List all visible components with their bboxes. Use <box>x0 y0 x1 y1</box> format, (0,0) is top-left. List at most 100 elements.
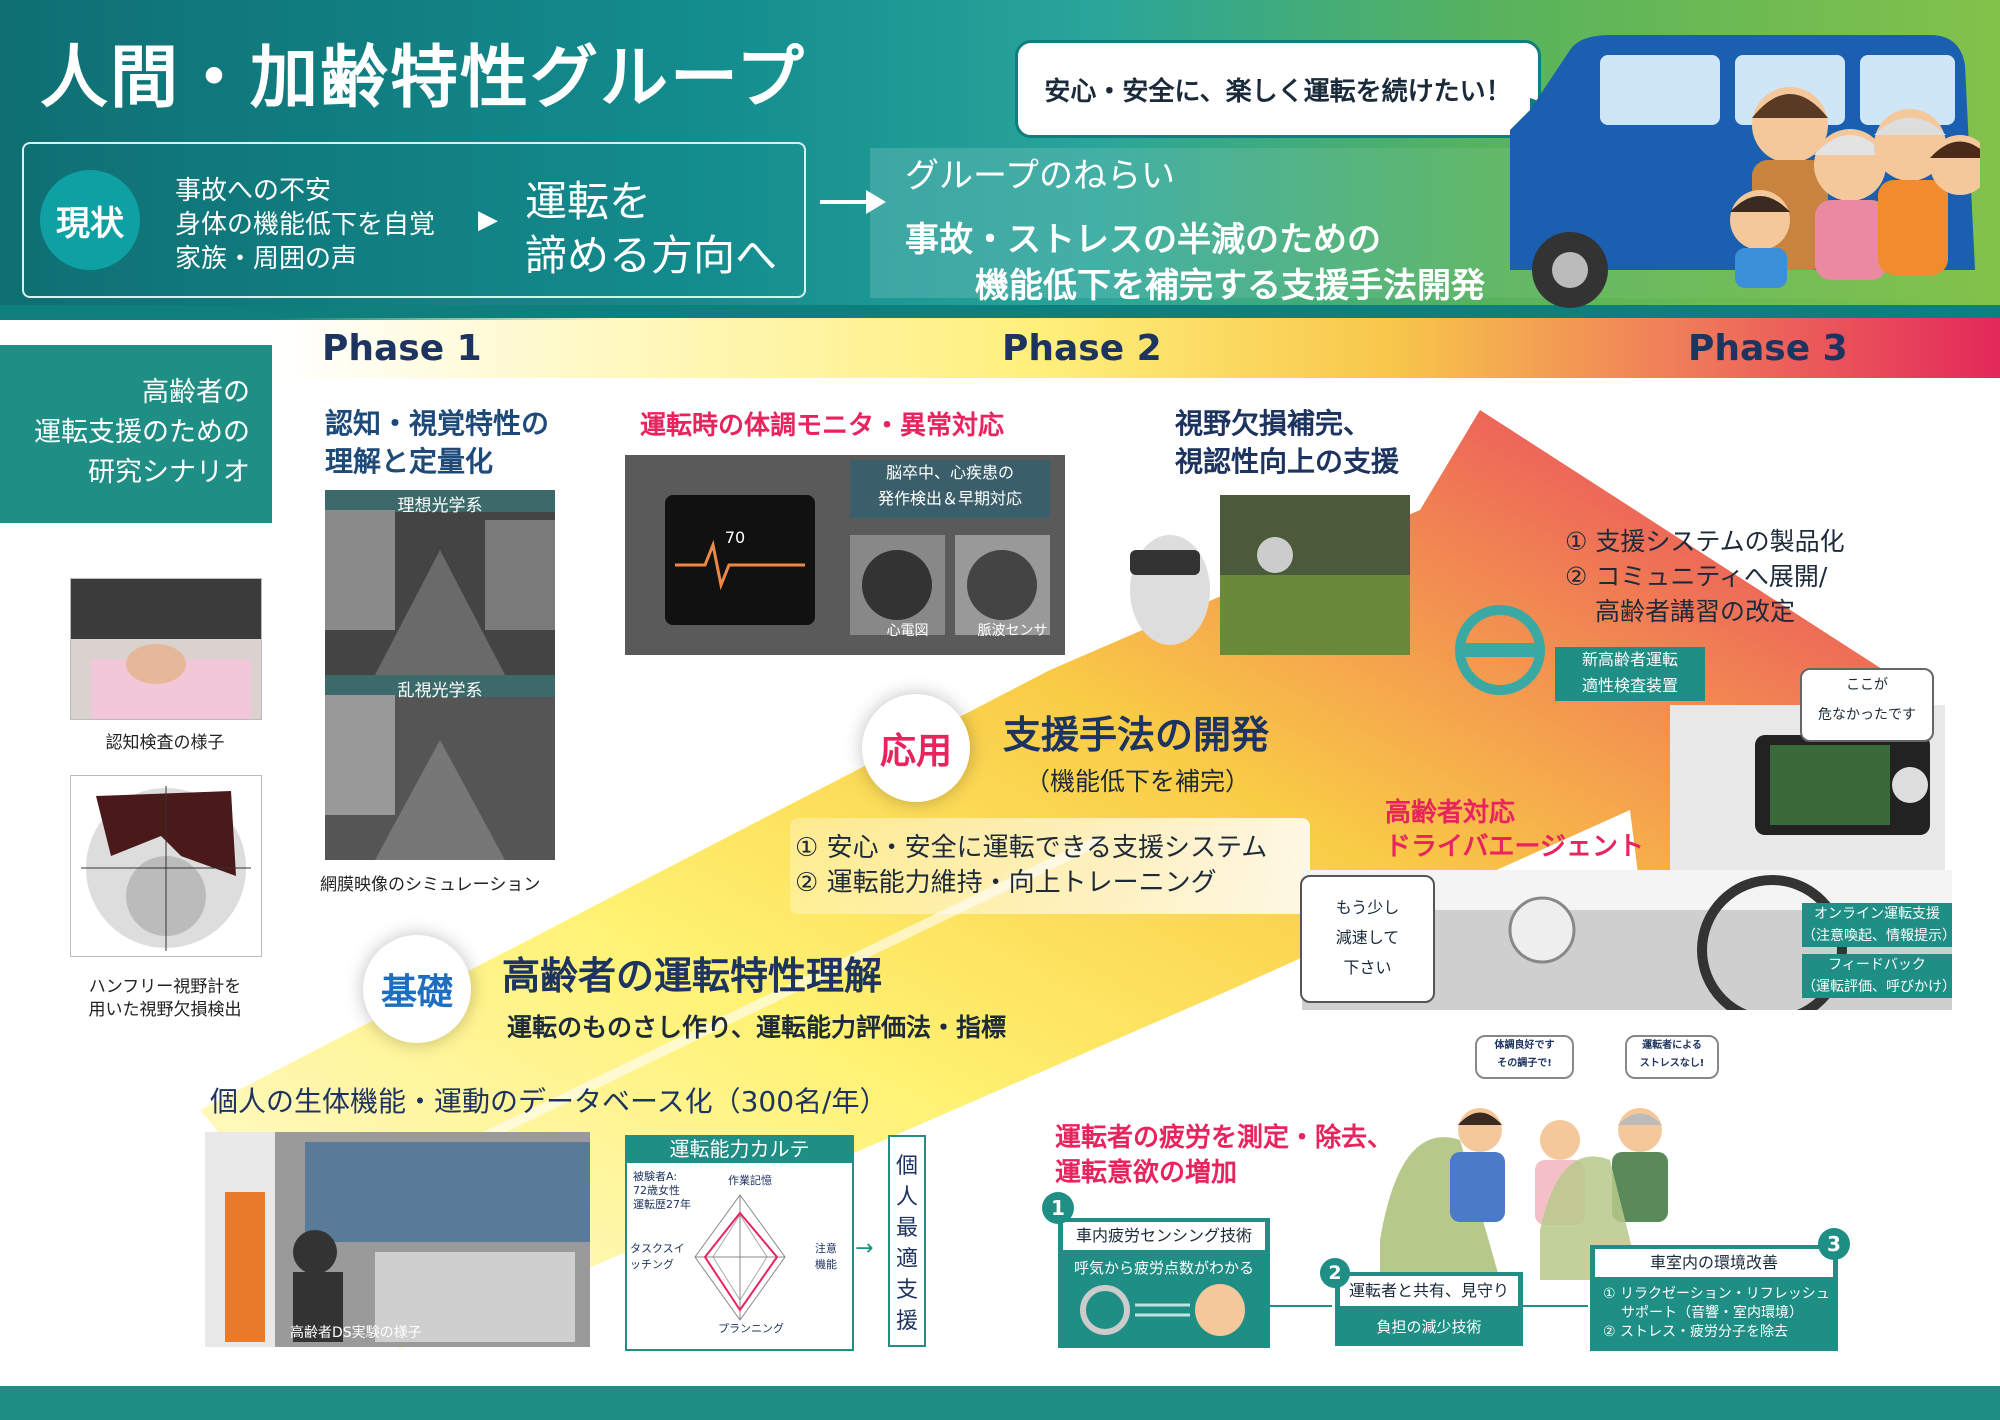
stroke-detection-overlay: 脳卒中、心疾患の 発作検出＆早期対応 <box>850 460 1050 518</box>
car-speech-bubble: もう少し 減速して 下さい <box>1300 875 1435 1003</box>
bubble-line: 体調良好です <box>1494 1040 1555 1051</box>
scenario-line: 研究シナリオ <box>88 457 250 488</box>
visual-field-caption: 用いた視野欠損検出 <box>88 1000 242 1020</box>
arrow-line <box>820 200 880 204</box>
step-connector <box>1523 1305 1588 1307</box>
vertical-char: 支 <box>895 1278 918 1303</box>
driver-bubble: 体調良好です その調子で! <box>1475 1035 1574 1079</box>
phase-2-label: Phase 2 <box>1002 328 1162 369</box>
overlay-line: 脳卒中、心疾患の <box>885 463 1014 482</box>
visual-field-map <box>70 775 262 957</box>
subject-info: 被験者A: 72歳女性 運転歴27年 <box>633 1170 691 1212</box>
axis-attention: 注意機能 <box>815 1242 837 1271</box>
aim-line: 事故・ストレスの半減のための <box>905 220 1381 260</box>
heart-rate-value: 70 <box>724 528 746 547</box>
aim-line: 機能低下を補完する支援手法開発 <box>975 266 1485 306</box>
bubble-line: ここが <box>1846 677 1888 693</box>
cognitive-test-caption: 認知検査の様子 <box>105 733 225 753</box>
apply-item: ② 運転能力維持・向上トレーニング <box>795 868 1217 898</box>
vertical-char: 適 <box>895 1247 918 1272</box>
apply-badge: 応用 <box>862 694 970 802</box>
health-monitor-heading: 運転時の体調モニタ・異常対応 <box>640 411 1005 441</box>
ecg-label: 心電図 <box>886 623 929 639</box>
online-support-label: オンライン運転支援 （注意喚起、情報提示） <box>1802 903 1956 947</box>
retina-caption: 網膜映像のシミュレーション <box>320 875 541 895</box>
retina-simulation-images <box>325 490 555 860</box>
feedback-label: フィードバック （運転評価、呼びかけ） <box>1802 954 1956 998</box>
label-line: オンライン運転支援 <box>1814 906 1940 922</box>
arrow-icon: → <box>855 1236 874 1261</box>
phase-band <box>272 318 2000 378</box>
scenario-line: 運転支援のための <box>34 417 250 448</box>
vertical-char: 人 <box>895 1185 918 1210</box>
bubble-line: ストレスなし! <box>1639 1058 1705 1069</box>
vision-support-heading: 視野欠損補完、 <box>1175 407 1372 440</box>
overlay-line: 発作検出＆早期対応 <box>877 489 1022 508</box>
step3-item: サポート（音響・室内環境） <box>1621 1305 1803 1321</box>
header-divider <box>0 305 2000 320</box>
device-label-line: 適性検査装置 <box>1581 676 1678 695</box>
page-title: 人間・加齢特性グループ <box>40 39 806 118</box>
bubble-line: もう少し <box>1335 898 1400 917</box>
family-car-illustration <box>1510 35 1980 308</box>
radar-chart <box>694 1194 786 1321</box>
apply-title: 支援手法の開発 <box>1003 713 1270 757</box>
aim-label: グループのねらい <box>905 156 1175 196</box>
status-line: 身体の機能低下を自覚 <box>175 210 436 240</box>
ideal-optics-label: 理想光学系 <box>397 496 483 516</box>
status-arrow-icon: ▶ <box>478 205 498 235</box>
arrow-head-icon <box>866 190 886 214</box>
giveup-text: 運転を <box>525 177 652 226</box>
subject-line: 運転歴27年 <box>633 1198 691 1211</box>
axis-task-switching: タスクスイッチング <box>630 1242 685 1271</box>
driving-simulator-photo <box>205 1132 590 1347</box>
phone-speech-bubble: ここが 危なかったです <box>1800 668 1934 742</box>
step2-subtitle: 負担の減少技術 <box>1376 1318 1482 1336</box>
vision-support-heading: 視認性向上の支援 <box>1175 445 1400 478</box>
basic-title: 高齢者の運転特性理解 <box>502 954 883 998</box>
step1-title: 車内疲労センシング技術 <box>1063 1222 1265 1250</box>
phase-3-label: Phase 3 <box>1688 328 1848 369</box>
hmd-vision-support-photo <box>1130 495 1410 655</box>
cognitive-test-photo <box>70 578 262 720</box>
social-implementation-heading: 社会実装 <box>1712 471 1865 515</box>
aptitude-device-label: 新高齢者運転 適性検査装置 <box>1555 647 1705 701</box>
step3-number: 3 <box>1818 1228 1850 1260</box>
step2-number: 2 <box>1320 1258 1350 1288</box>
step-connector <box>1270 1305 1332 1307</box>
scenario-box: 高齢者の 運転支援のための 研究シナリオ <box>0 345 272 523</box>
aberration-optics-label: 乱視光学系 <box>397 681 483 701</box>
giveup-text: 諦める方向へ <box>525 231 778 280</box>
axis-working-memory: 作業記憶 <box>728 1174 772 1187</box>
steering-wheel-device-icon <box>1455 605 1545 695</box>
simulator-caption: 高齢者DS実験の様子 <box>290 1325 422 1341</box>
step3-title: 車室内の環境改善 <box>1595 1249 1833 1277</box>
status-line: 家族・周囲の声 <box>175 244 358 274</box>
apply-items-box <box>790 818 1310 914</box>
subject-line: 72歳女性 <box>633 1184 680 1197</box>
vertical-char: 援 <box>895 1309 918 1334</box>
social-item: ② コミュニティへ展開/ <box>1565 562 1828 591</box>
basic-subtitle: 運転のものさし作り、運転能力評価法・指標 <box>507 1013 1007 1042</box>
car-occupants-illustration <box>1380 1108 1668 1280</box>
footer-bar <box>0 1386 2000 1420</box>
device-label-line: 新高齢者運転 <box>1581 650 1678 669</box>
social-item: ① 支援システムの製品化 <box>1565 527 1845 556</box>
breath-sensor-icon <box>1080 1284 1245 1336</box>
step1-number: 1 <box>1042 1192 1074 1224</box>
scenario-line: 高齢者の <box>142 377 250 408</box>
optimal-support-box: 個 人 最 適 支 援 <box>888 1135 926 1347</box>
passenger-bubble: 運転者による ストレスなし! <box>1625 1035 1719 1079</box>
basic-badge: 基礎 <box>363 935 471 1043</box>
status-box <box>22 142 806 298</box>
step3-item: ① リラクゼーション・リフレッシュ <box>1603 1286 1830 1302</box>
phase1-heading: 認知・視覚特性の <box>325 407 550 440</box>
fatigue-heading: 運転者の疲労を測定・除去、 <box>1055 1123 1394 1153</box>
axis-planning: プランニング <box>718 1322 784 1335</box>
bubble-line: 下さい <box>1343 958 1392 977</box>
status-badge: 現状 <box>40 170 140 270</box>
bubble-line: 減速して <box>1335 928 1400 947</box>
label-line: （注意喚起、情報提示） <box>1802 928 1956 944</box>
vertical-char: 最 <box>895 1216 918 1241</box>
agent-heading: ドライバエージェント <box>1385 832 1644 862</box>
